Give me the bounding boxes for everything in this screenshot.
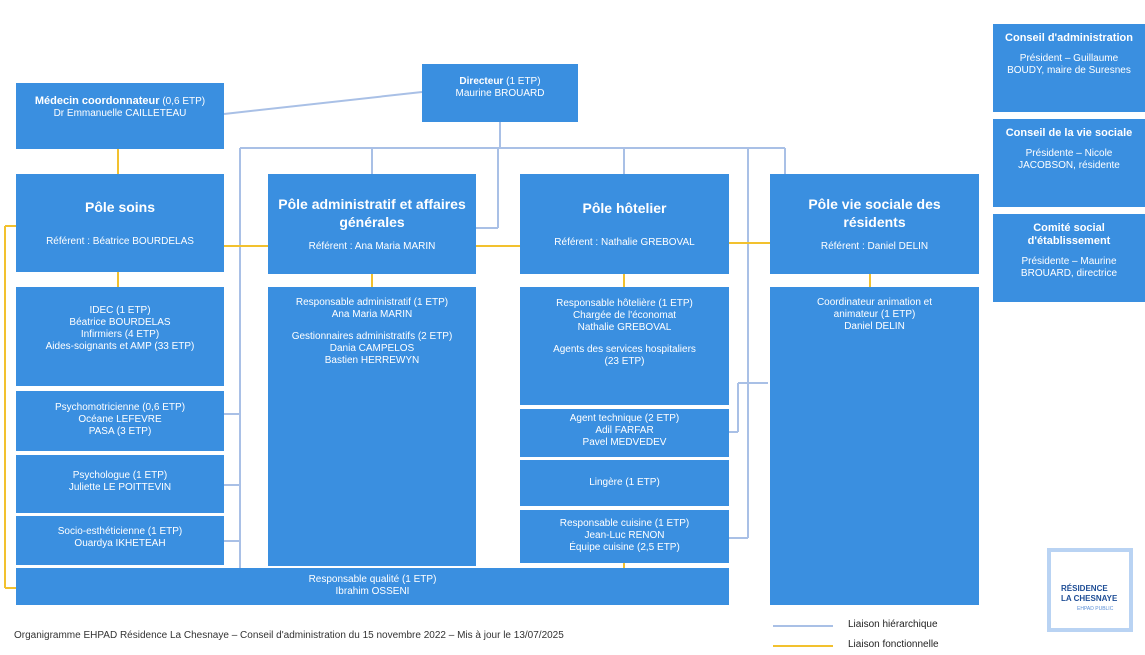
panel-conseil-administration: Conseil d'administration Président – Gui… [993,24,1145,112]
pole-soins: Pôle soins Référent : Béatrice BOURDELAS [16,174,224,272]
staff-line: Béatrice BOURDELAS [69,317,171,328]
directeur-name: Maurine BROUARD [455,88,545,99]
staff-line: Jean-Luc RENON [584,530,665,541]
hotelier-lingere-box: Lingère (1 ETP) [520,460,729,506]
staff-line: Équipe cuisine (2,5 ETP) [569,542,680,553]
staff-line: Aides-soignants et AMP (33 ETP) [45,341,195,352]
pole-title: Pôle hôtelier [582,200,667,216]
staff-line: Ouardya IKHETEAH [74,538,166,549]
pole-title: Pôle administratif et affaires générales [278,196,466,230]
panel-body: Président – Guillaume BOUDY, maire de Su… [1007,53,1131,76]
legend-functional-label: Liaison fonctionnelle [848,639,939,650]
legend-hierarchical-label: Liaison hiérarchique [848,619,938,630]
hotelier-cuisine-box: Responsable cuisine (1 ETP) Jean-Luc REN… [520,510,729,563]
pole-referent: Référent : Ana Maria MARIN [308,241,436,252]
staff-line: Juliette LE POITTEVIN [68,482,172,493]
logo-line2: LA CHESNAYE [1061,594,1118,603]
staff-line: Ana Maria MARIN [331,309,413,320]
directeur-title: Directeur [459,76,504,87]
staff-line: Responsable administratif (1 ETP) [295,297,449,308]
hotelier-technique-box: Agent technique (2 ETP) Adil FARFAR Pave… [520,409,729,457]
staff-line: Bastien HERREWYN [324,355,420,366]
panel-conseil-vie-sociale: Conseil de la vie sociale Présidente – N… [993,119,1145,207]
staff-line: Agents des services hospitaliers [553,344,696,355]
medecin-etp: (0,6 ETP) [162,96,206,107]
pole-title: Pôle soins [84,199,156,215]
soins-psychomot-box: Psychomotricienne (0,6 ETP) Océane LEFEV… [16,391,224,451]
staff-line: Daniel DELIN [844,321,905,332]
directeur-etp: (1 ETP) [506,76,541,87]
staff-line: (23 ETP) [604,356,645,367]
panel-title: Conseil de la vie sociale [1005,127,1133,139]
hotelier-responsable-box: Responsable hôtelière (1 ETP) Chargée de… [520,287,729,405]
directeur-box: Directeur (1 ETP) Maurine BROUARD [422,64,578,122]
footer-caption: Organigramme EHPAD Résidence La Chesnaye… [14,630,564,641]
staff-line: Socio-esthéticienne (1 ETP) [57,526,183,537]
residence-logo: RÉSIDENCE LA CHESNAYE EHPAD PUBLIC [1047,548,1133,632]
vie-sociale-staff-box: Coordinateur animation et animateur (1 E… [770,287,979,605]
staff-line: IDEC (1 ETP) [89,305,151,316]
staff-line: Dania CAMPELOS [329,343,415,354]
logo-line1: RÉSIDENCE [1061,584,1108,593]
staff-line: Océane LEFEVRE [78,414,162,425]
medecin-title: Médecin coordonnateur [34,95,160,107]
staff-line: Infirmiers (4 ETP) [80,329,160,340]
medecin-name: Dr Emmanuelle CAILLETEAU [53,108,187,119]
panel-title: Comité social d'établissement [1027,222,1111,247]
logo-line3: EHPAD PUBLIC [1077,606,1114,612]
qualite-box: Responsable qualité (1 ETP) Ibrahim OSSE… [16,568,729,605]
pole-vie-sociale: Pôle vie sociale des résidents Référent … [770,174,979,274]
hierarchical-links [117,91,786,568]
functional-links [4,148,871,589]
staff-line: Responsable cuisine (1 ETP) [559,518,690,529]
legend-functional-swatch [773,645,833,647]
staff-line: Pavel MEDVEDEV [582,437,667,448]
staff-line: Psychologue (1 ETP) [72,470,168,481]
pole-referent: Référent : Daniel DELIN [820,241,929,252]
panel-title: Conseil d'administration [1005,32,1133,44]
legend-hierarchical-swatch [773,625,833,627]
staff-line: Coordinateur animation et animateur (1 E… [816,297,933,320]
staff-line: Agent technique (2 ETP) [569,413,680,424]
pole-hotelier: Pôle hôtelier Référent : Nathalie GREBOV… [520,174,729,274]
admin-staff-box: Responsable administratif (1 ETP) Ana Ma… [268,287,476,566]
pole-referent: Référent : Nathalie GREBOVAL [554,237,695,248]
staff-line: Responsable hôtelière (1 ETP) [556,298,693,309]
staff-line: PASA (3 ETP) [88,426,152,437]
panel-body: Présidente – Nicole JACOBSON, résidente [1018,148,1120,171]
staff-line: Chargée de l'économat [572,310,677,321]
pole-referent: Référent : Béatrice BOURDELAS [46,236,194,247]
soins-idec-box: IDEC (1 ETP) Béatrice BOURDELAS Infirmie… [16,287,224,386]
pole-administratif: Pôle administratif et affaires générales… [268,174,476,274]
staff-line: Adil FARFAR [595,425,654,436]
staff-line: Responsable qualité (1 ETP) [308,574,437,585]
staff-line: Lingère (1 ETP) [589,477,660,488]
staff-line: Psychomotricienne (0,6 ETP) [54,402,186,413]
panel-body: Présidente – Maurine BROUARD, directrice [1020,256,1118,279]
medecin-box: Médecin coordonnateur (0,6 ETP) Dr Emman… [16,83,224,149]
staff-line: Gestionnaires administratifs (2 ETP) [291,331,453,342]
staff-line: Nathalie GREBOVAL [577,322,672,333]
soins-socio-box: Socio-esthéticienne (1 ETP) Ouardya IKHE… [16,516,224,565]
pole-title: Pôle vie sociale des résidents [808,196,941,230]
panel-comite-social: Comité social d'établissement Présidente… [993,214,1145,302]
staff-line: Ibrahim OSSENI [335,586,410,597]
soins-psychologue-box: Psychologue (1 ETP) Juliette LE POITTEVI… [16,455,224,513]
